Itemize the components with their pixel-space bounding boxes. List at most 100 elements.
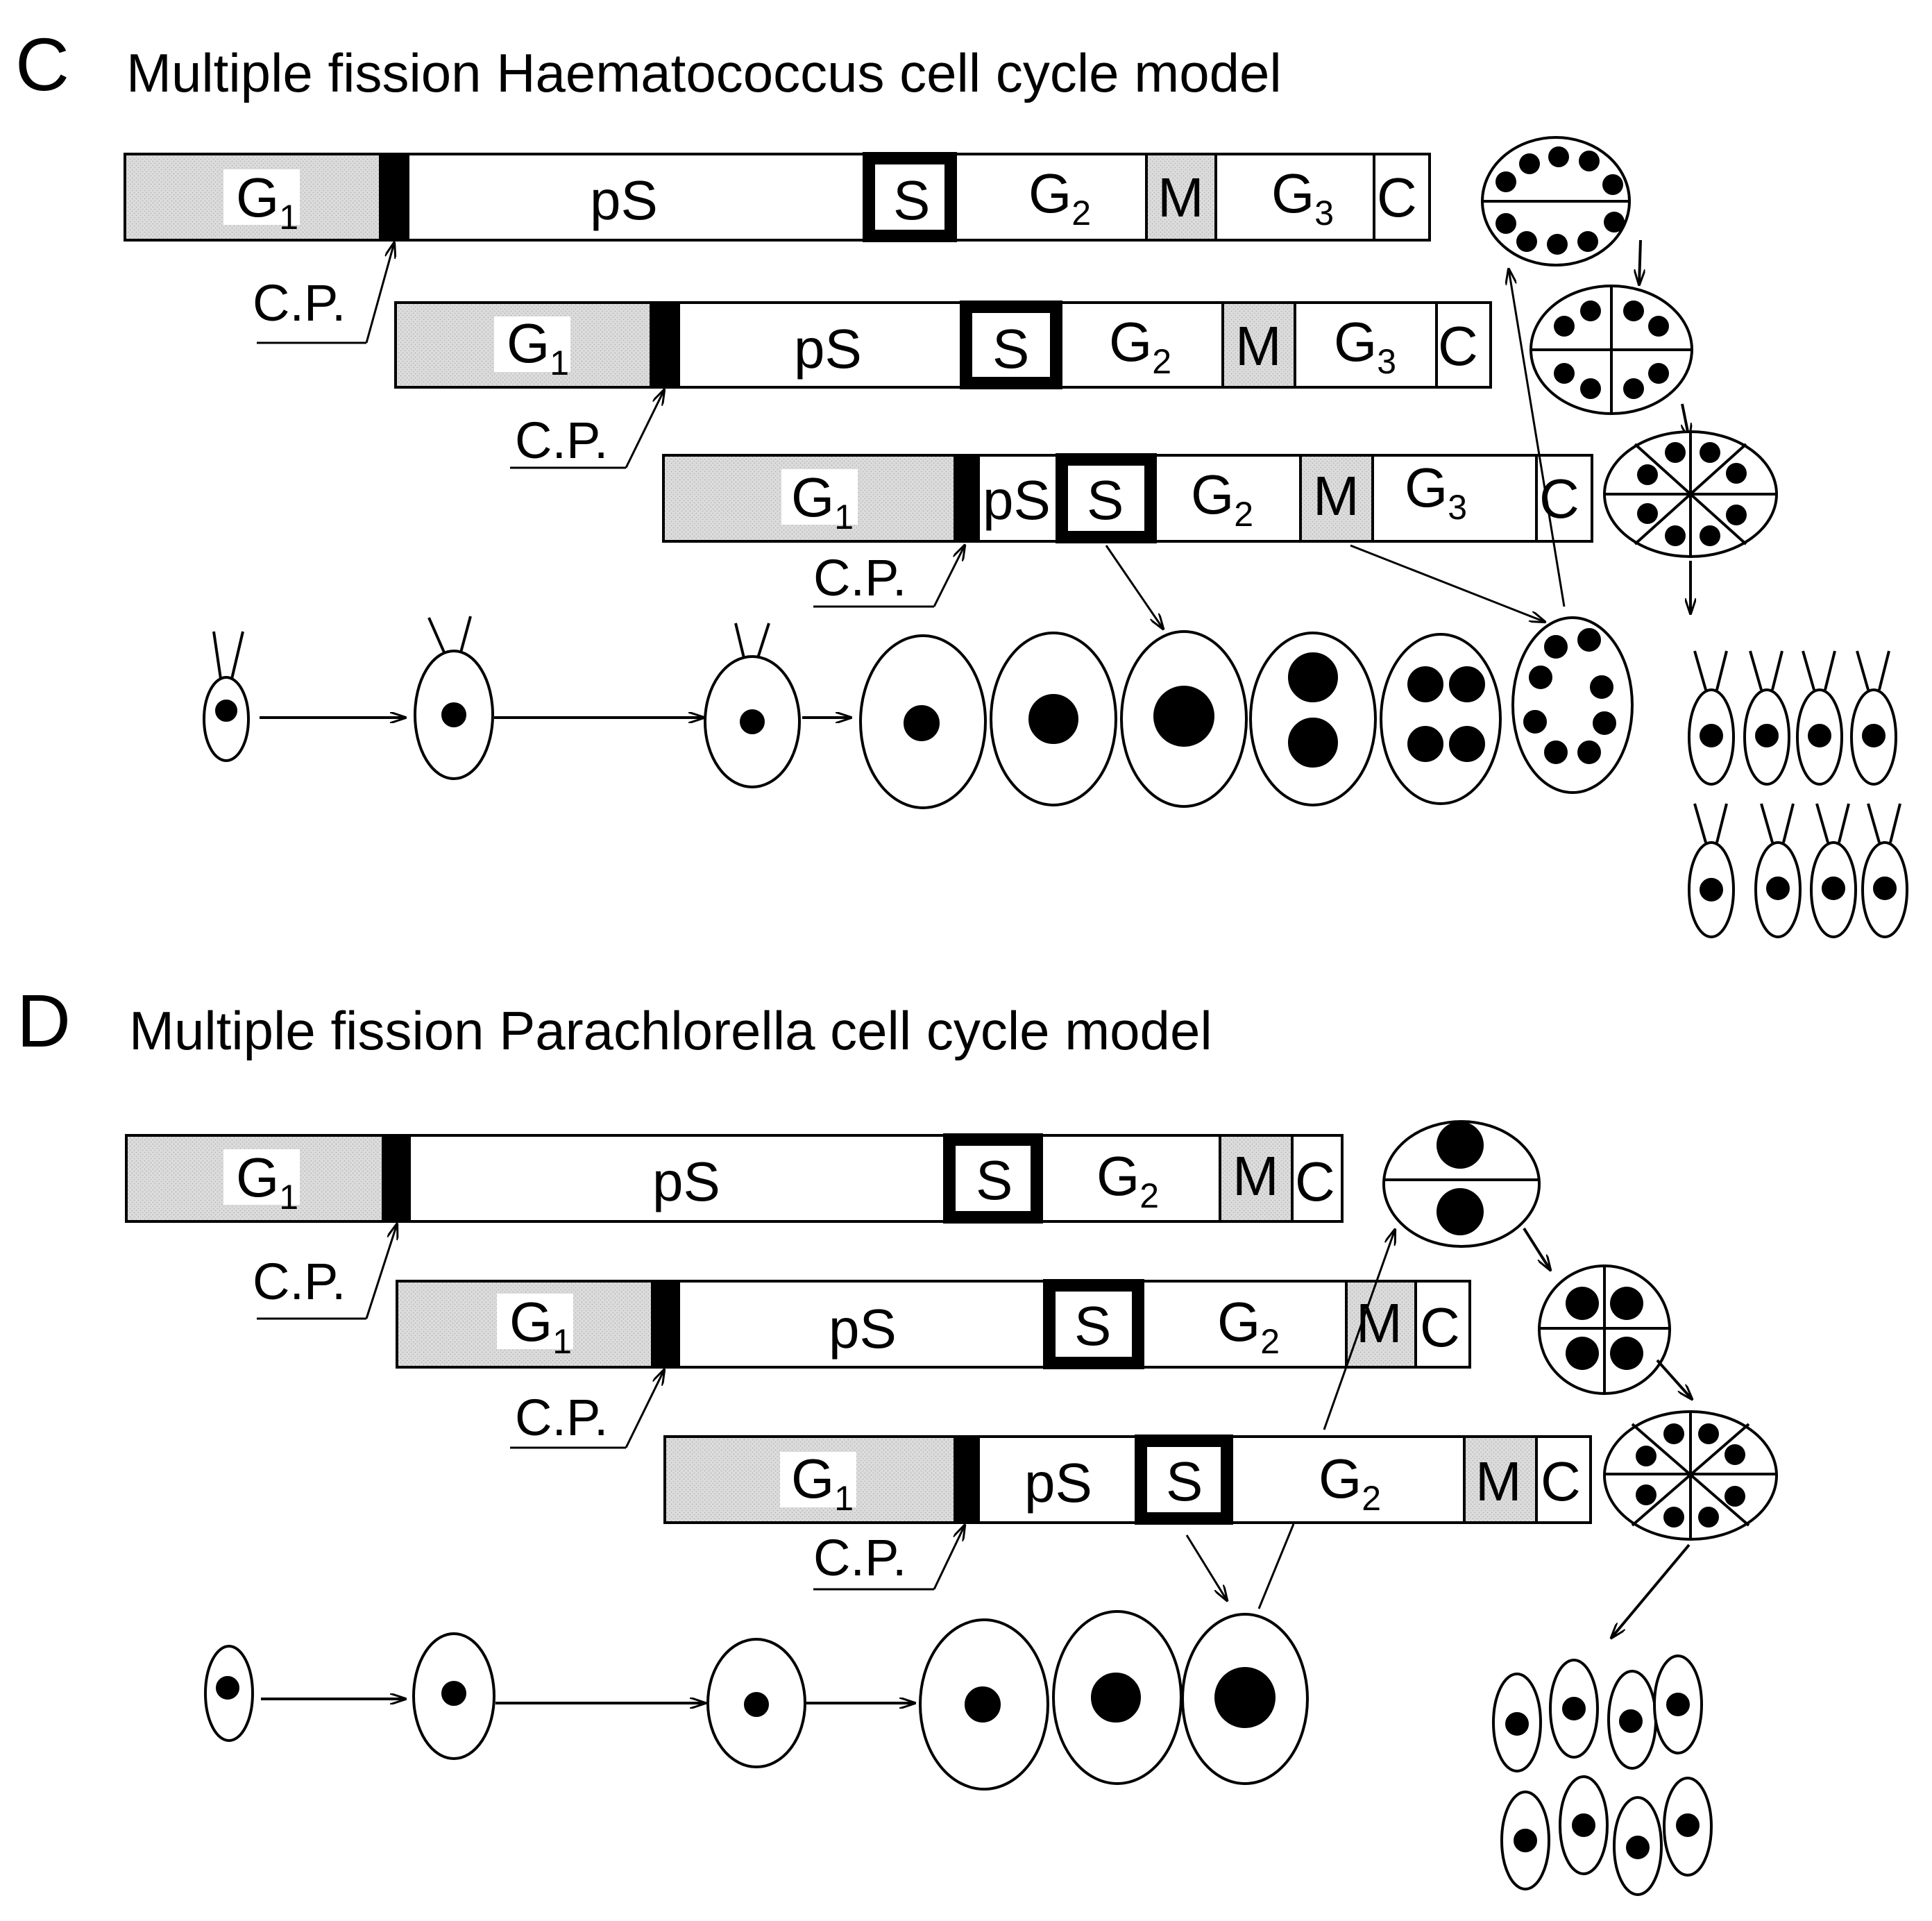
checkpoint-arrow [365, 1224, 397, 1319]
autospore [1607, 1670, 1657, 1770]
division-arrow [1523, 1227, 1550, 1270]
g2-label: G2 [1109, 311, 1171, 381]
cell-progression [203, 616, 1634, 809]
g2-label: G2 [1191, 464, 1253, 534]
m-phase [1345, 1280, 1417, 1369]
cycle-bar-1: G1 pS S G2 M C C.P. [125, 1133, 1344, 1320]
autospore [1663, 1777, 1713, 1877]
m-label: M [1356, 1292, 1403, 1354]
nucleus [1288, 652, 1338, 702]
nucleus [904, 705, 940, 741]
checkpoint-label: C.P. [253, 1253, 346, 1310]
checkpoint-arrow [625, 1370, 664, 1448]
checkpoint-label: C.P. [515, 1389, 608, 1446]
flagellum [756, 623, 770, 659]
ps-label: pS [590, 169, 658, 231]
s-label: S [1074, 1295, 1111, 1357]
s-to-cell-arrow [1105, 545, 1163, 629]
cycle-bar-2: G1 pS S G2 M C C.P. [396, 1279, 1471, 1449]
m-phase [1145, 153, 1217, 242]
g2-label: G2 [1096, 1145, 1159, 1215]
m-label: M [1475, 1450, 1522, 1512]
ps-label: pS [983, 469, 1051, 531]
daughter-cells [1492, 1655, 1713, 1896]
s-label: S [893, 169, 930, 231]
s-phase [960, 301, 1062, 389]
nucleus [740, 709, 765, 734]
g2-label: G2 [1028, 162, 1091, 232]
g1-label: G1 [236, 167, 298, 237]
nucleus [1523, 710, 1547, 734]
nucleus [1577, 628, 1601, 652]
zoospore [1743, 650, 1790, 786]
autospore [1549, 1659, 1599, 1759]
s-label: S [976, 1149, 1012, 1211]
nucleus [441, 702, 466, 727]
g2-label: G2 [1217, 1291, 1280, 1361]
s-phase [863, 152, 957, 242]
label-bg [494, 316, 570, 372]
s-to-cell-arrow [1185, 1534, 1227, 1600]
daughter-cells [1688, 650, 1908, 938]
zoospore [1754, 803, 1802, 938]
panel-c: C Multiple fission Haematococcus cell cy… [15, 22, 1908, 938]
nucleus [965, 1686, 1001, 1723]
checkpoint-label: C.P. [515, 412, 608, 469]
panel-d: D Multiple fission Parachlorella cell cy… [17, 979, 1778, 1896]
s-label: S [992, 318, 1029, 380]
zoospore [1810, 803, 1857, 938]
checkpoint-arrow [625, 390, 664, 468]
c-label: C [1541, 1450, 1581, 1512]
cycle-bar-3: G1 pS S G2 M C C.P. [663, 1435, 1592, 1591]
nucleus [1593, 711, 1616, 735]
g1-label: G1 [791, 1448, 854, 1518]
label-bg [223, 1149, 300, 1205]
flagellum [734, 623, 745, 659]
nucleus [1529, 666, 1552, 689]
nucleus [1449, 666, 1485, 702]
division-sequence [1382, 1120, 1778, 1638]
division-arrow [1656, 1359, 1692, 1399]
cell-to-division-arrow [1509, 269, 1566, 607]
nucleus [1288, 718, 1338, 768]
cell-progression [204, 1610, 1309, 1791]
g1-label: G1 [791, 466, 854, 536]
s-phase [1135, 1435, 1233, 1525]
c-phase [1373, 153, 1431, 242]
panel-letter: C [15, 22, 69, 106]
ps-label: pS [1024, 1452, 1092, 1514]
m-phase [1463, 1435, 1538, 1524]
checkpoint-block [380, 154, 409, 240]
cell [1380, 633, 1502, 805]
nucleus [1091, 1673, 1141, 1723]
nucleus [1590, 675, 1613, 699]
nucleus [216, 1676, 239, 1700]
g1-label: G1 [236, 1146, 298, 1217]
s-label: S [1087, 469, 1124, 531]
m-label: M [1158, 167, 1204, 228]
nucleus [1153, 686, 1214, 747]
g1-label: G1 [507, 312, 569, 382]
panel-title: Multiple fission Haematococcus cell cycl… [126, 42, 1282, 103]
label-bg [780, 1452, 856, 1507]
flagellum [427, 617, 446, 653]
checkpoint-block [955, 455, 980, 541]
g3-label: G3 [1334, 311, 1396, 381]
m-to-cell-arrow [1350, 544, 1545, 622]
division-line [1631, 1423, 1750, 1527]
flagellum [230, 631, 244, 679]
division-arrow [1611, 1543, 1690, 1638]
flagellum [212, 631, 222, 679]
nucleus [1214, 1667, 1276, 1728]
nucleus [1028, 694, 1078, 744]
nucleus [1449, 726, 1485, 762]
label-bg [781, 469, 858, 525]
cycle-bar-1: G1 pS S G2 M G3 C C.P. [124, 152, 1431, 344]
division-arrow [1639, 239, 1641, 285]
nucleus [1544, 741, 1568, 764]
zoospore [1688, 803, 1735, 938]
s-phase [1043, 1279, 1144, 1369]
c-label: C [1377, 167, 1417, 228]
m-phase [1219, 1134, 1294, 1223]
m-phase [1299, 454, 1374, 543]
